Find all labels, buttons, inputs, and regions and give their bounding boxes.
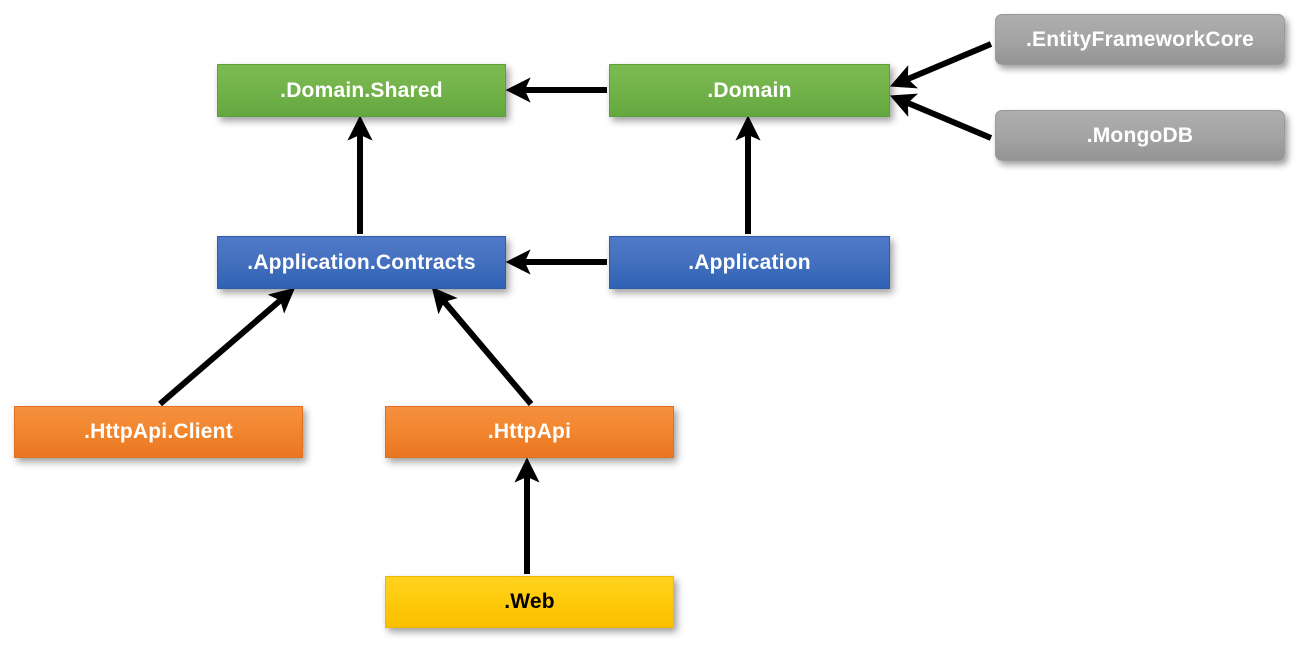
node-entityframeworkcore[interactable]: .EntityFrameworkCore [995,14,1285,65]
node-web[interactable]: .Web [385,576,674,628]
node-domain[interactable]: .Domain [609,64,890,117]
node-label-mongodb: .MongoDB [1086,123,1194,147]
node-label-domain-shared: .Domain.Shared [280,78,443,102]
node-httpapi[interactable]: .HttpApi [385,406,674,458]
arrow-mongodb-to-domain [889,93,993,141]
node-label-application: .Application [688,250,811,274]
node-httpapi-client[interactable]: .HttpApi.Client [14,406,303,458]
node-label-application-contracts: .Application.Contracts [247,250,476,274]
arrow-httpapi-to-application-contracts [431,286,534,406]
node-domain-shared[interactable]: .Domain.Shared [217,64,506,117]
node-label-httpapi: .HttpApi [487,420,572,443]
node-application[interactable]: .Application [609,236,890,289]
arrow-efcore-to-domain [889,41,993,89]
node-label-entityframeworkcore: .EntityFrameworkCore [1025,27,1255,51]
node-mongodb[interactable]: .MongoDB [995,110,1285,161]
node-label-httpapi-client: .HttpApi.Client [84,420,233,443]
node-label-web: .Web [504,590,555,613]
arrow-httpapi-client-to-application-contracts [158,287,296,407]
node-application-contracts[interactable]: .Application.Contracts [217,236,506,289]
node-label-domain: .Domain [707,78,792,102]
edge-group [158,41,993,574]
